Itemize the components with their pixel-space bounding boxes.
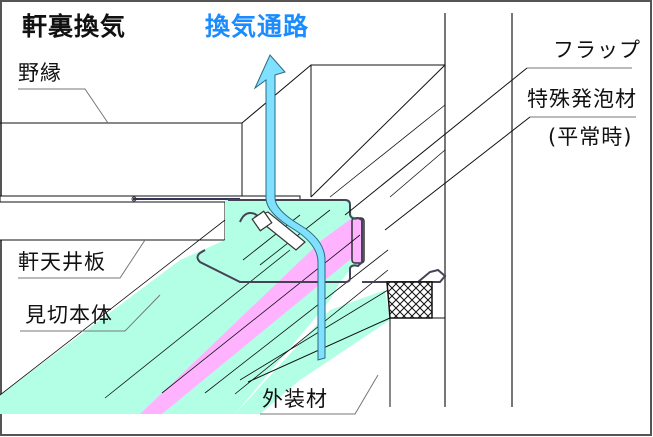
airflow-arrow [253,54,326,361]
sealant-block [386,281,433,319]
label-trim-body: 見切本体 [25,303,113,327]
perspective-lines [329,104,446,198]
foam-band [140,218,352,414]
flap [251,210,306,251]
diagram-title: 軒裏換気 [22,12,127,41]
leader-lines [18,67,636,415]
label-flap: フラップ [553,38,641,62]
flow-path-title: 換気通路 [205,12,310,41]
label-foam-note: (平常時) [548,125,633,149]
label-nobuchi: 野縁 [18,61,62,85]
label-soffit-board: 軒天井板 [18,250,106,274]
trim-body-lower [0,290,390,414]
body-lines [0,209,389,399]
label-cladding: 外装材 [262,387,328,411]
label-foam: 特殊発泡材 [527,87,637,111]
nobuchi-joist [0,64,446,198]
